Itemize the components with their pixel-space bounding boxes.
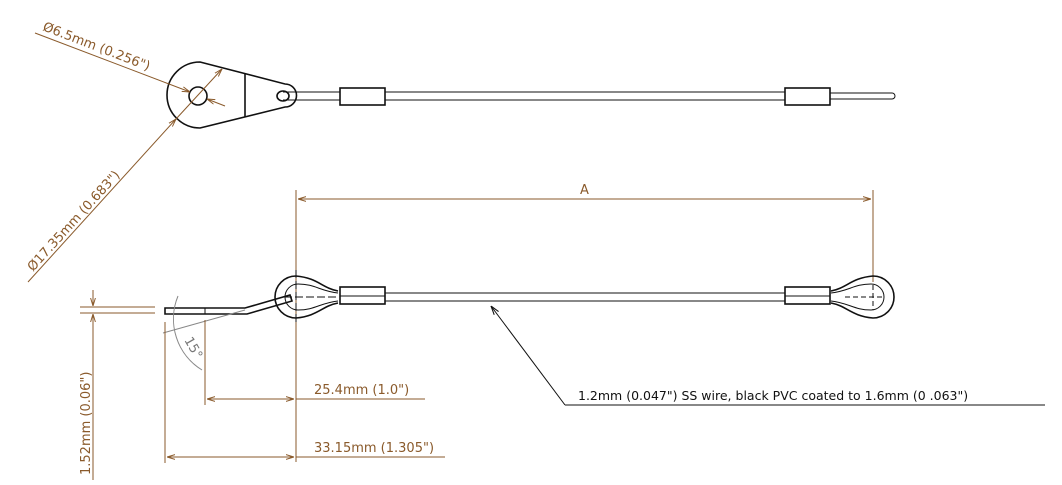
top-view-wire xyxy=(283,87,896,106)
offset-long-label: 33.15mm (1.305") xyxy=(314,441,434,456)
offset-long-dimension: 33.15mm (1.305") xyxy=(164,322,445,463)
outer-diameter-label: Ø17.35mm (0.683") xyxy=(25,168,124,275)
bend-angle-label: 15° xyxy=(181,335,206,362)
wire-note: 1.2mm (0.047") SS wire, black PVC coated… xyxy=(578,388,968,403)
thickness-dimension: 1.52mm (0.06") xyxy=(79,290,155,480)
length-dimension-a: A xyxy=(295,183,874,462)
bend-angle-dimension: 15° xyxy=(162,295,246,371)
side-view-cable xyxy=(164,270,895,322)
hole-diameter-label: Ø6.5mm (0.256") xyxy=(41,20,153,75)
top-view-lug xyxy=(166,61,298,129)
thickness-label: 1.52mm (0.06") xyxy=(79,372,94,475)
outer-diameter-dimension: Ø17.35mm (0.683") xyxy=(25,69,222,283)
offset-short-label: 25.4mm (1.0") xyxy=(314,383,409,398)
offset-short-dimension: 25.4mm (1.0") xyxy=(204,320,425,405)
length-label: A xyxy=(580,183,589,198)
wire-note-leader: 1.2mm (0.047") SS wire, black PVC coated… xyxy=(491,306,1045,406)
